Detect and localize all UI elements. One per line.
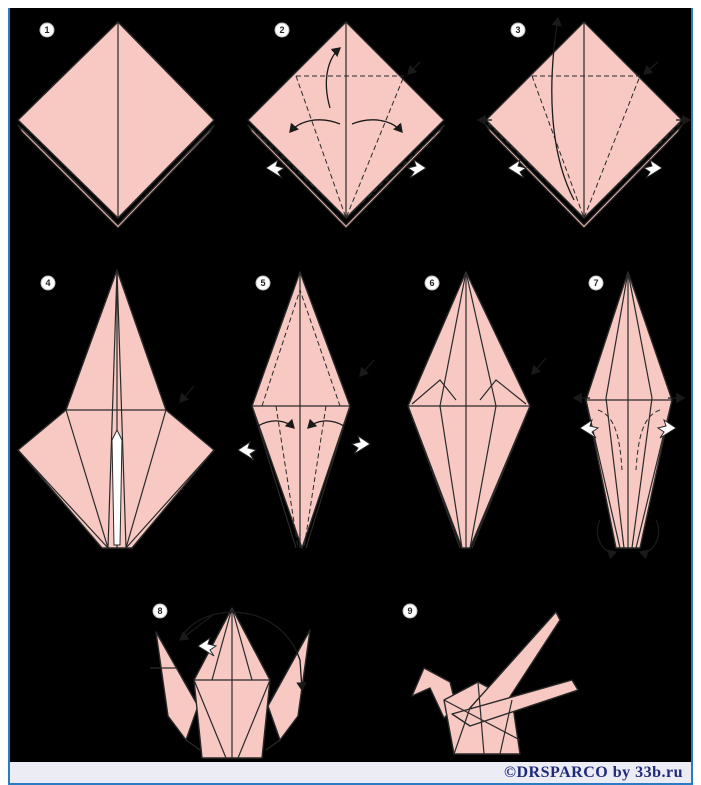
step-number-3: 3: [515, 25, 520, 35]
step-number-6: 6: [429, 278, 434, 288]
origami-diagram: 1 2: [0, 0, 701, 762]
step-number-7: 7: [593, 278, 598, 288]
step-2: 2: [248, 22, 444, 228]
step-number-1: 1: [44, 25, 49, 35]
step-number-4: 4: [45, 278, 50, 288]
footer-bar: ©DRSPARCO by 33b.ru: [8, 762, 693, 785]
step-8: 8: [150, 604, 310, 758]
step-5: 5: [238, 272, 374, 548]
step-number-5: 5: [260, 278, 265, 288]
credit-text: ©DRSPARCO by 33b.ru: [504, 764, 683, 782]
step-7: 7: [574, 272, 684, 553]
step-6: 6: [408, 272, 546, 548]
step-1: 1: [18, 22, 214, 228]
step-number-8: 8: [157, 606, 162, 616]
step-3: 3: [478, 18, 690, 228]
step-4: 4: [18, 270, 214, 548]
step-9: 9: [403, 604, 578, 754]
step-number-9: 9: [407, 606, 412, 616]
step-number-2: 2: [279, 25, 284, 35]
